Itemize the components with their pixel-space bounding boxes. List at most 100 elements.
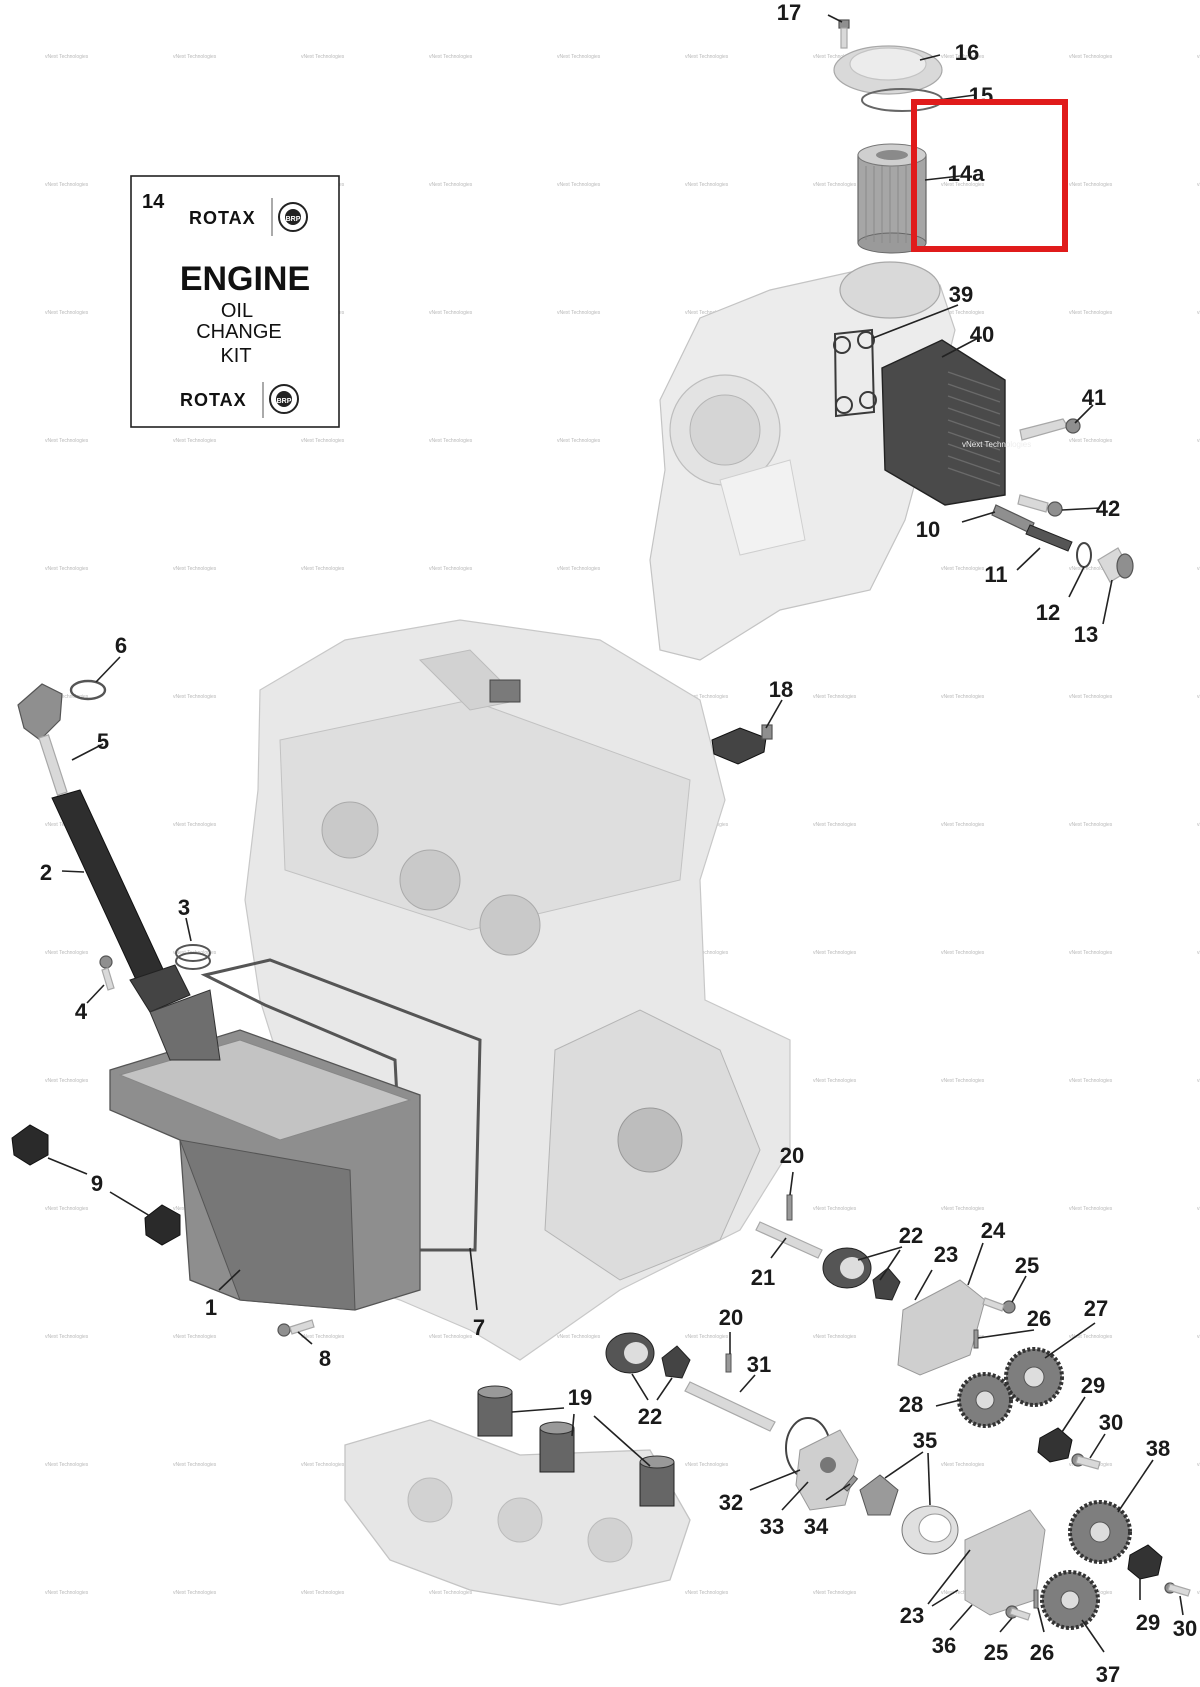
brp-logo-icon: BRP	[269, 384, 299, 414]
watermark-text: vNext Technologies	[685, 1334, 729, 1340]
callout-37: 37	[1096, 1662, 1120, 1687]
rotor-inner-35-icon	[859, 1474, 899, 1516]
pump-housing-36-icon	[964, 1509, 1046, 1616]
watermark-text: vNext Technologies	[1197, 1206, 1200, 1212]
svg-text:BRP: BRP	[286, 216, 301, 223]
watermark-text: vNext Technologies	[173, 438, 217, 444]
bolt-41-icon	[1019, 418, 1081, 441]
watermark-text: vNext Technologies	[557, 566, 601, 572]
watermark-text: vNext Technologies	[45, 566, 89, 572]
watermark-text: vNext Technologies	[685, 694, 729, 700]
callout-22b: 22	[638, 1404, 662, 1429]
callout-24: 24	[981, 1218, 1006, 1243]
watermark-text: vNext Technologies	[45, 1334, 89, 1340]
watermark-text: vNext Technologies	[813, 950, 857, 956]
watermark-text: vNext Technologies	[1197, 1078, 1200, 1084]
pin-26-icon	[1033, 1589, 1039, 1609]
lower-crankcase-frame	[344, 1419, 691, 1606]
callout-3: 3	[178, 895, 190, 920]
watermark-text: vNext Technologies	[685, 1462, 729, 1468]
watermark-text: vNext Technologies	[1069, 310, 1113, 316]
callout-29a: 29	[1081, 1373, 1105, 1398]
watermark-text: vNext Technologies	[301, 566, 345, 572]
watermark-text: vNext Technologies	[813, 1334, 857, 1340]
watermark-text: vNext Technologies	[1197, 1334, 1200, 1340]
watermark-text: vNext Technologies	[1197, 1590, 1200, 1596]
nut-29-icon	[1127, 1544, 1163, 1580]
callout-30a: 30	[1099, 1410, 1123, 1435]
gear-28-icon	[957, 1372, 1013, 1428]
watermark-text: vNext Technologies	[429, 438, 473, 444]
callout-6: 6	[115, 633, 127, 658]
callout-14a: 14a	[948, 161, 985, 186]
watermark-text: vNext Technologies	[557, 438, 601, 444]
watermark-text: vNext Technologies	[685, 54, 729, 60]
watermark-text: vNext Technologies	[557, 182, 601, 188]
watermark-text: vNext Technologies	[45, 1590, 89, 1596]
watermark-text: vNext Technologies	[941, 54, 985, 60]
gear-38-icon	[1068, 1500, 1132, 1564]
callout-26a: 26	[1027, 1306, 1051, 1331]
callout-34: 34	[804, 1514, 829, 1539]
dipstick-tube-2-icon	[51, 789, 221, 1061]
watermark-text: vNext Technologies	[1069, 950, 1113, 956]
watermark-text: vNext Technologies	[941, 182, 985, 188]
watermark-text: vNext Technologies	[1069, 694, 1113, 700]
watermark-text: vNext Technologies	[813, 54, 857, 60]
watermark-text: vNext Technologies	[429, 1334, 473, 1340]
gasket-39-icon	[833, 328, 877, 418]
pump-body-33-icon	[795, 1429, 859, 1511]
callout-10: 10	[916, 517, 940, 542]
watermark-text: vNext Technologies	[941, 1462, 985, 1468]
pin-26-icon	[973, 1329, 979, 1349]
watermark-text: vNext Technologies	[941, 1206, 985, 1212]
callout-27: 27	[1084, 1296, 1108, 1321]
callout-18: 18	[769, 677, 793, 702]
pump-housing-24-icon	[897, 1279, 986, 1376]
spring-11-icon	[1025, 524, 1073, 552]
callout-8: 8	[319, 1346, 331, 1371]
watermark-text: vNext Technologies	[45, 1206, 89, 1212]
watermark-text: vNext Technologies	[1197, 822, 1200, 828]
callout-32: 32	[719, 1490, 743, 1515]
watermark-text: vNext Technologies	[1069, 1206, 1113, 1212]
watermark-text: vNext Technologies	[1197, 438, 1200, 444]
watermark-text: vNext Technologies	[813, 1078, 857, 1084]
callout-5: 5	[97, 729, 109, 754]
watermark-text: vNext Technologies	[173, 1590, 217, 1596]
bolt-25-icon	[982, 1297, 1016, 1314]
callout-12: 12	[1036, 600, 1060, 625]
watermark-text: vNext Technologies	[813, 822, 857, 828]
watermark-text: vNext Technologies	[1197, 694, 1200, 700]
filter-cover-16-icon	[833, 45, 943, 95]
callout-21: 21	[751, 1265, 775, 1290]
watermark-text: vNext Technologies	[301, 54, 345, 60]
watermark-text: vNext Technologies	[813, 694, 857, 700]
watermark-text: vNext Technologies	[685, 182, 729, 188]
o-ring-12-icon	[1076, 542, 1092, 568]
leader-lines	[47, 14, 1184, 1653]
rotor-22-icon	[822, 1247, 872, 1289]
callout-25a: 25	[1015, 1253, 1039, 1278]
callout-28: 28	[899, 1392, 923, 1417]
callout-25b: 25	[984, 1640, 1008, 1665]
bolt-30-icon	[1071, 1453, 1101, 1470]
watermark-text: vNext Technologies	[173, 1334, 217, 1340]
callout-13: 13	[1074, 622, 1098, 647]
engine-block	[244, 619, 791, 1361]
watermark-text: vNext Technologies	[1197, 182, 1200, 188]
watermark-text: vNext Technologies	[173, 1462, 217, 1468]
watermark-text: vNext Technologies	[429, 310, 473, 316]
callout-4: 4	[75, 999, 88, 1024]
kit-title: ENGINE	[180, 260, 310, 298]
callout-29b: 29	[1136, 1610, 1160, 1635]
callout-39: 39	[949, 282, 973, 307]
rotor-inner-22-icon	[872, 1267, 901, 1301]
watermark-text: vNext Technologies	[941, 1590, 985, 1596]
kit-box: 14 ROTAX BRP ENGINE OIL CHANGE KIT ROTAX…	[130, 175, 340, 428]
callout-42: 42	[1096, 496, 1120, 521]
callout-35: 35	[913, 1428, 937, 1453]
watermark-text: vNext Technologies	[941, 1078, 985, 1084]
shaft-21-icon	[755, 1221, 823, 1259]
gear-27-icon	[1004, 1347, 1064, 1407]
